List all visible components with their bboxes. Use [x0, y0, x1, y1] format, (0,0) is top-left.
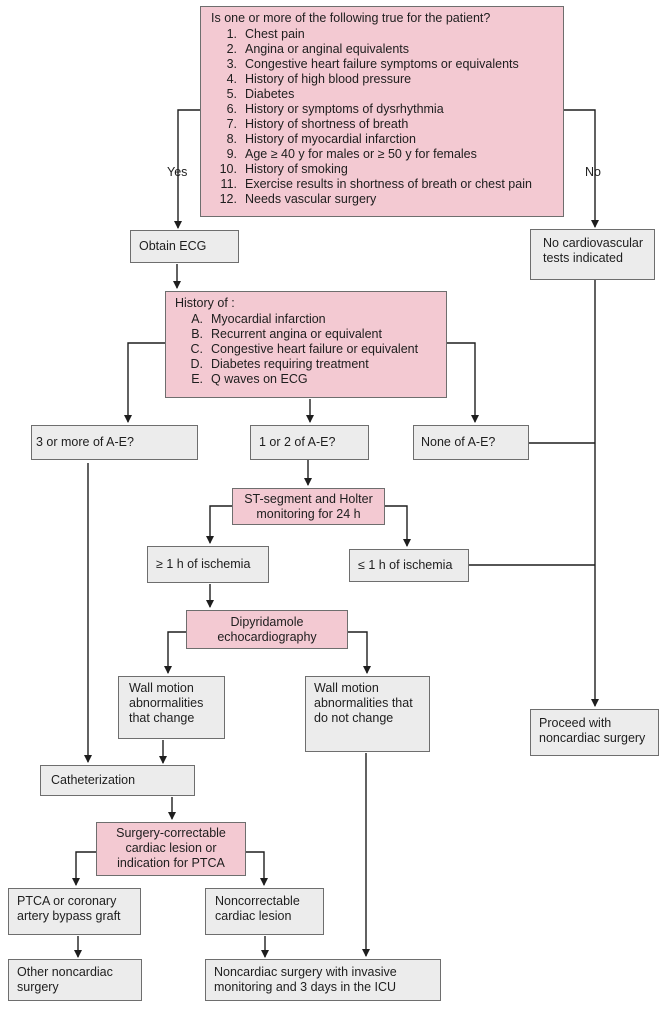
history-item: A. Myocardial infarction	[175, 312, 446, 327]
catheterization-box: Catheterization	[40, 765, 195, 796]
screening-item-text: Chest pain	[245, 27, 305, 41]
history-item-number: C.	[190, 342, 204, 356]
dipyridamole-label: Dipyridamole echocardiography	[217, 615, 317, 644]
screening-item: 6. History or symptoms of dysrhythmia	[211, 102, 563, 117]
history-item-text: Congestive heart failure or equivalent	[211, 342, 419, 356]
screening-item-text: History of shortness of breath	[245, 117, 409, 131]
ptca-box: PTCA or coronary artery bypass graft	[8, 888, 141, 935]
ge1h-ischemia-label: ≥ 1 h of ischemia	[156, 557, 251, 571]
screening-item-text: Age ≥ 40 y for males or ≥ 50 y for femal…	[245, 147, 477, 161]
history-item-text: Recurrent angina or equivalent	[211, 327, 382, 341]
wall-change-box: Wall motion abnormalities that change	[118, 676, 225, 739]
screening-item: 5. Diabetes	[211, 87, 563, 102]
yes-branch-label: Yes	[167, 165, 188, 179]
screening-item: 8. History of myocardial infarction	[211, 132, 563, 147]
none-box: None of A-E?	[413, 425, 529, 460]
screening-item-number: 6.	[226, 102, 237, 116]
le1h-ischemia-label: ≤ 1 h of ischemia	[358, 558, 453, 572]
noncorrectable-box: Noncorrectable cardiac lesion	[205, 888, 324, 935]
surgery-correctable-box: Surgery-correctable cardiac lesion or in…	[96, 822, 246, 876]
no-branch-label: No	[585, 165, 601, 179]
holter-box: ST-segment and Holter monitoring for 24 …	[232, 488, 385, 525]
obtain-ecg-label: Obtain ECG	[139, 239, 207, 253]
screening-item-text: Angina or anginal equivalents	[245, 42, 410, 56]
screening-item-text: History of smoking	[245, 162, 348, 176]
screening-item-text: History of high blood pressure	[245, 72, 412, 86]
icu-label: Noncardiac surgery with invasive monitor…	[214, 965, 397, 994]
screening-item-number: 11.	[220, 177, 237, 191]
three-or-more-box: 3 or more of A-E?	[31, 425, 198, 460]
screening-item: 2. Angina or anginal equivalents	[211, 42, 563, 57]
screening-list: 1. Chest pain 2. Angina or anginal equivale…	[211, 27, 563, 207]
other-noncardiac-box: Other noncardiac surgery	[8, 959, 142, 1001]
history-item: B. Recurrent angina or equivalent	[175, 327, 446, 342]
screening-item-text: Diabetes	[245, 87, 295, 101]
history-title: History of :	[175, 296, 235, 310]
history-item-number: E.	[191, 372, 203, 386]
history-item-text: Q waves on ECG	[211, 372, 308, 386]
holter-label: ST-segment and Holter monitoring for 24 …	[244, 492, 373, 521]
history-item-number: D.	[190, 357, 204, 371]
catheterization-label: Catheterization	[51, 773, 136, 787]
screening-criteria-box: Is one or more of the following true for…	[200, 6, 564, 217]
screening-item: 9. Age ≥ 40 y for males or ≥ 50 y for fem…	[211, 147, 563, 162]
history-item: E. Q waves on ECG	[175, 372, 446, 387]
screening-item-number: 7.	[226, 117, 237, 131]
screening-item-number: 10.	[219, 162, 237, 176]
screening-item-number: 5.	[226, 87, 237, 101]
screening-item-number: 4.	[226, 72, 237, 86]
surgery-correctable-label: Surgery-correctable cardiac lesion or in…	[116, 826, 226, 870]
noncorrectable-label: Noncorrectable cardiac lesion	[215, 894, 300, 923]
screening-item-number: 9.	[226, 147, 237, 161]
ge1h-ischemia-box: ≥ 1 h of ischemia	[147, 546, 269, 583]
screening-item: 1. Chest pain	[211, 27, 563, 42]
screening-item: 7. History of shortness of breath	[211, 117, 563, 132]
history-item-number: A.	[191, 312, 203, 326]
screening-item: 3. Congestive heart failure symptoms or e…	[211, 57, 563, 72]
one-or-two-box: 1 or 2 of A-E?	[250, 425, 369, 460]
screening-item-text: Needs vascular surgery	[245, 192, 377, 206]
no-tests-box: No cardiovascular tests indicated	[530, 229, 655, 280]
screening-item: 11. Exercise results in shortness of brea…	[211, 177, 563, 192]
history-item-text: Myocardial infarction	[211, 312, 326, 326]
screening-item-number: 8.	[226, 132, 237, 146]
other-noncardiac-label: Other noncardiac surgery	[17, 965, 113, 994]
none-label: None of A-E?	[421, 435, 496, 449]
screening-item-number: 12.	[219, 192, 237, 206]
ptca-label: PTCA or coronary artery bypass graft	[17, 894, 121, 923]
history-item: D. Diabetes requiring treatment	[175, 357, 446, 372]
wall-nochange-box: Wall motion abnormalities that do not ch…	[305, 676, 430, 752]
history-item-number: B.	[191, 327, 203, 341]
no-tests-label: No cardiovascular tests indicated	[543, 236, 644, 265]
screening-question: Is one or more of the following true for…	[211, 11, 491, 25]
screening-item-number: 1.	[226, 27, 237, 41]
history-item-text: Diabetes requiring treatment	[211, 357, 369, 371]
history-item: C. Congestive heart failure or equivalent	[175, 342, 446, 357]
proceed-box: Proceed with noncardiac surgery	[530, 709, 659, 756]
le1h-ischemia-box: ≤ 1 h of ischemia	[349, 549, 469, 582]
three-or-more-label: 3 or more of A-E?	[36, 435, 134, 449]
one-or-two-label: 1 or 2 of A-E?	[259, 435, 336, 449]
dipyridamole-box: Dipyridamole echocardiography	[186, 610, 348, 649]
wall-change-label: Wall motion abnormalities that change	[129, 681, 204, 725]
screening-item: 10. History of smoking	[211, 162, 563, 177]
obtain-ecg-box: Obtain ECG	[130, 230, 239, 263]
screening-item-text: Congestive heart failure symptoms or equ…	[245, 57, 519, 71]
proceed-label: Proceed with noncardiac surgery	[539, 716, 646, 745]
screening-item-text: History or symptoms of dysrhythmia	[245, 102, 444, 116]
icu-box: Noncardiac surgery with invasive monitor…	[205, 959, 441, 1001]
screening-item-text: Exercise results in shortness of breath …	[245, 177, 532, 191]
screening-item-number: 3.	[226, 57, 237, 71]
screening-item: 12. Needs vascular surgery	[211, 192, 563, 207]
screening-item-number: 2.	[226, 42, 237, 56]
screening-item: 4. History of high blood pressure	[211, 72, 563, 87]
wall-nochange-label: Wall motion abnormalities that do not ch…	[314, 681, 413, 725]
screening-item-text: History of myocardial infarction	[245, 132, 416, 146]
